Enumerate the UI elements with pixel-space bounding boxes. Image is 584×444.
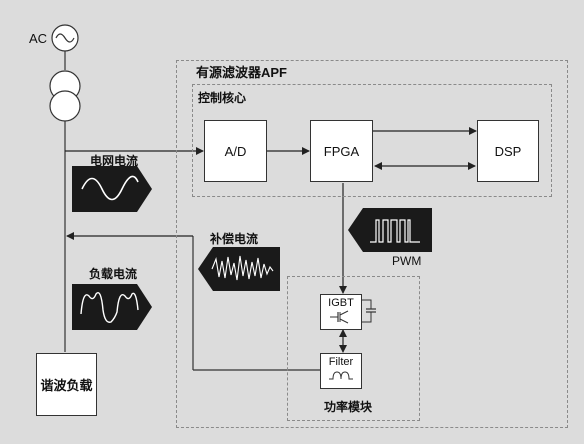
power-module-title: 功率模块: [324, 400, 373, 414]
ac-source-icon: [51, 24, 79, 52]
pwm-waveform: [348, 208, 432, 252]
comp-current-label: 补偿电流: [210, 232, 259, 246]
power-module-group: [287, 276, 420, 421]
ad-label: A/D: [224, 143, 247, 159]
load-current-waveform: [72, 284, 152, 330]
control-core-title: 控制核心: [198, 91, 247, 105]
ac-label: AC: [29, 31, 48, 46]
control-core-group: [192, 84, 552, 197]
fpga-label: FPGA: [323, 143, 360, 159]
apf-title: 有源滤波器APF: [196, 65, 288, 80]
load-current-label: 负载电流: [89, 267, 138, 281]
pwm-label: PWM: [392, 254, 422, 268]
harmonic-load-block: 谐波负载: [36, 353, 97, 416]
filter-block: Filter: [320, 353, 362, 389]
capacitor-icon: [361, 299, 376, 323]
fpga-block: FPGA: [310, 120, 373, 182]
harmonic-load-label: 谐波负载: [40, 378, 93, 393]
inductor-icon: [329, 371, 353, 380]
filter-label: Filter: [328, 356, 354, 368]
dsp-block: DSP: [477, 120, 539, 182]
igbt-icon: [330, 310, 349, 324]
ad-converter-block: A/D: [204, 120, 267, 182]
apf-group: [176, 60, 568, 428]
grid-current-waveform: [72, 166, 152, 212]
igbt-label: IGBT: [328, 297, 354, 309]
igbt-block: IGBT: [320, 294, 362, 330]
dsp-label: DSP: [494, 143, 522, 159]
transformer-icon: [49, 70, 81, 122]
grid-current-label: 电网电流: [90, 154, 139, 168]
comp-current-waveform: [198, 247, 280, 291]
